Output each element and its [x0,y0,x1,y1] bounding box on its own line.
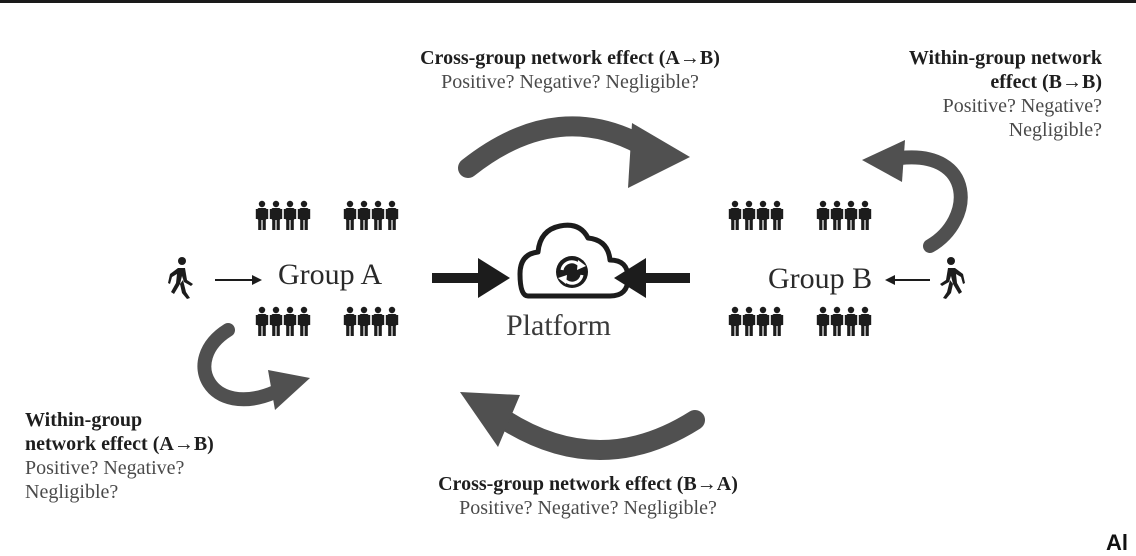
within-bb-label: Within-group network effect (B→B) Positi… [820,46,1102,142]
cloud-sync-icon [517,222,631,299]
within-ab-title-2: network effect (A→B) [25,433,214,455]
curved-arrow-icon [460,392,520,447]
within-ab-label: Within-group network effect (A→B) Positi… [25,408,315,504]
group-a-label: Group A [278,258,383,291]
within-bb-title-1: Within-group network [908,47,1102,69]
corner-mark: Al [1106,530,1128,555]
within-bb-sub-1: Positive? Negative? [942,95,1102,117]
curved-arrow-icon [458,116,660,178]
top-rule [0,0,1136,3]
cross-ba-title: Cross-group network effect (B→A) [438,473,738,495]
group-b-label: Group B [768,262,873,295]
within-ab-title-1: Within-group [25,409,143,431]
within-ab-sub-1: Positive? Negative? [25,457,185,479]
walking-person-icon [168,257,193,299]
within-bb-sub-2: Negligible? [1008,119,1102,141]
cross-ab-label: Cross-group network effect (A→B) Positiv… [370,46,770,94]
curved-arrow-icon [893,150,968,253]
curved-arrow-icon [862,140,905,182]
walking-person-icon [940,257,965,299]
curved-arrow-icon [628,123,690,188]
platform-label: Platform [506,309,611,342]
cross-ba-label: Cross-group network effect (B→A) Positiv… [388,472,788,520]
arrow-a-to-platform [432,258,510,298]
cross-ab-title: Cross-group network effect (A→B) [420,47,720,69]
entry-arrow-a [215,275,262,285]
cross-ab-sub: Positive? Negative? Negligible? [441,71,699,93]
within-ab-sub-2: Negligible? [25,481,119,503]
curved-arrow-icon [268,370,310,410]
curved-arrow-icon [495,410,705,460]
within-bb-title-2: effect (B→B) [990,71,1102,93]
cross-ba-sub: Positive? Negative? Negligible? [459,497,717,519]
curved-arrow-icon [197,323,282,407]
entry-arrow-b [885,275,930,285]
